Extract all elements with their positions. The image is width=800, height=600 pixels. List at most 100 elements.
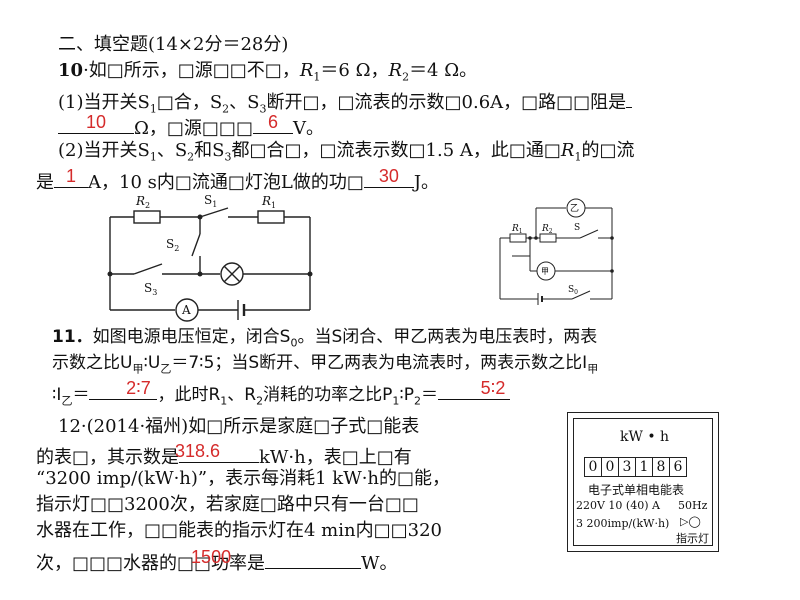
answer-blank-voltage[interactable]: 6 [252, 112, 293, 134]
switch-s0 [571, 290, 591, 300]
q10-p1-a: (1)当开关S [58, 92, 150, 113]
meter-digit: 0 [601, 457, 619, 477]
q12-l6a: 次，□□□水器的□□功率是 [36, 553, 266, 574]
meter-digit: 1 [635, 457, 653, 477]
q10-part1-line1: (1)当开关S1□合，S2、S3断开□，□流表的示数□0.6A，□路□□阻是 [58, 87, 633, 121]
answer-voltage: 6 [267, 112, 278, 132]
q11-sub-jia-2: 甲 [587, 362, 599, 376]
switch-s3 [133, 263, 163, 275]
q11-sub-yi-2: 乙 [61, 394, 73, 408]
q11-line1: 11．如图电源电压恒定，闭合S0。当S闭合、甲乙两表为电压表时，两表 [52, 327, 598, 350]
answer-blank-current[interactable]: 1 [54, 166, 88, 188]
q10-p2-g: A，10 s内□流通□灯泡L做的功□ [88, 172, 364, 193]
meter-digit: 6 [669, 457, 687, 477]
switch-s2 [191, 233, 201, 257]
answer-blank-reading[interactable]: 318.6 [175, 441, 260, 463]
q10-part2-line1: (2)当开关S1、S2和S3都□合□，□流表示数□1.5 A，此□通□R1的□流 [58, 140, 635, 164]
meter-digit: 3 [618, 457, 636, 477]
q10-p2-e: 的□流 [581, 140, 635, 161]
circuit-diagram-q11: R1 R2 S 乙 甲 S0 [499, 198, 614, 305]
q12-line3: “3200 imp/(kW·h)”，表示每消耗1 kW·h的□能， [36, 468, 451, 489]
meter-unit: kW • h [620, 429, 670, 445]
resistor-r2 [133, 210, 161, 224]
answer-blank-work[interactable]: 30 [363, 166, 414, 188]
q10-intro: ·如□所示，□源□□不□， [83, 60, 300, 81]
q10-line1: 10·如□所示，□源□□不□，R1＝6 Ω，R2＝4 Ω。 [58, 60, 478, 84]
q11-l1b: 。当S闭合、甲乙两表为电压表时，两表 [297, 327, 598, 347]
q10-p1-c: 、S [229, 92, 260, 113]
q10-p2-h: J。 [413, 172, 440, 193]
q10-p1-f: V。 [292, 118, 324, 139]
q11-line2: 示数之比U甲∶U乙＝7∶5；当S断开、甲乙两表为电流表时，两表示数之比I甲 [52, 352, 598, 380]
meter-freq: 50Hz [678, 499, 708, 512]
q11-l2c: ＝7∶5；当S断开、甲乙两表为电流表时，两表示数之比I [171, 353, 588, 373]
q12-l2a: 的表□，其示数是 [36, 447, 180, 468]
resistor-r1-b [509, 233, 527, 243]
label-s0: S0 [568, 285, 578, 296]
circuit-diagram-q10: R2 S1 R1 S2 S3 A [107, 193, 313, 322]
q11-l3d: 、R [227, 385, 257, 405]
q10-p2-d: 都□合□，□流表示数□1.5 A，此□通□ [231, 140, 561, 161]
q11-l3g: ＝ [421, 385, 439, 405]
label-yi: 乙 [570, 203, 579, 214]
answer-resistance: 10 [85, 112, 107, 132]
meter-rating: 220V 10 (40) A [576, 499, 660, 512]
answer-power: 1500 [191, 547, 232, 567]
q10-p1-d: 断开□，□流表的示数□0.6A，□路□□阻是 [266, 92, 627, 113]
q10-p2-b: 、S [156, 140, 188, 161]
q11-line3: ∶I乙＝2∶7，此时R1、R2消耗的功率之比P1∶P2＝5∶2 [52, 378, 511, 412]
label-s1: S1 [204, 193, 217, 209]
q12-l2b: kW·h，表□上□有 [259, 447, 412, 468]
q11-l3a: ∶I [52, 385, 62, 405]
label-s2: S2 [166, 237, 179, 253]
q12-line1: 12·(2014·福州)如□所示是家庭□子式□能表 [58, 416, 420, 437]
meter-imp: 3 200imp/(kW·h) [576, 517, 670, 530]
q12-l6b: W。 [361, 553, 398, 574]
meter-digit: 0 [584, 457, 602, 477]
resistor-r2-b [539, 233, 557, 243]
q10-p2-f: 是 [36, 172, 54, 193]
q11-sub-yi: 乙 [160, 362, 172, 376]
q11-l2b: ∶U [143, 353, 161, 373]
answer-blank-resistance[interactable]: 10 [58, 112, 134, 134]
section-title: 二、填空题(14×2分＝28分) [58, 34, 289, 55]
label-r2: R2 [135, 194, 150, 210]
answer-current: 1 [65, 166, 76, 186]
label-s-b: S [574, 223, 580, 233]
switch-s-b [579, 229, 599, 239]
q10-p1-e: Ω，□源□□□ [134, 118, 253, 139]
indicator-light-icon: ▷◯ [680, 515, 701, 528]
q11-number: 11． [52, 327, 93, 347]
label-jia: 甲 [541, 267, 549, 276]
answer-blank-current-ratio[interactable]: 2∶7 [89, 378, 158, 400]
answer-reading: 318.6 [175, 441, 221, 461]
label-r1: R1 [261, 194, 276, 210]
q11-l3b: ＝ [72, 385, 90, 405]
q10-p1-b: □合，S [156, 92, 223, 113]
q11-l1: 如图电源电压恒定，闭合S [92, 327, 291, 347]
q10-r2-value: ＝4 Ω。 [409, 60, 478, 81]
q11-l3e: 消耗的功率之比P [263, 385, 393, 405]
label-r2-b: R2 [541, 224, 553, 235]
q10-p2-a: (2)当开关S [58, 140, 150, 161]
label-s3: S3 [144, 281, 157, 297]
label-r1-b: R1 [511, 224, 523, 235]
meter-name: 电子式单相电能表 [588, 483, 685, 497]
q11-sub-jia: 甲 [132, 362, 144, 376]
meter-digit: 8 [652, 457, 670, 477]
switch-s1 [199, 207, 229, 218]
meter-indicator-label: 指示灯 [676, 532, 709, 545]
q11-l3f: ∶P [399, 385, 415, 405]
answer-work: 30 [378, 166, 399, 186]
label-ammeter: A [181, 303, 191, 317]
q10-part1-line2: 10 Ω，□源□□□ 6 V。 [58, 112, 324, 140]
q10-number: 10 [58, 60, 84, 81]
answer-blank-power[interactable]: 1500 [191, 547, 362, 569]
answer-blank-power-ratio[interactable]: 5∶2 [438, 378, 511, 400]
